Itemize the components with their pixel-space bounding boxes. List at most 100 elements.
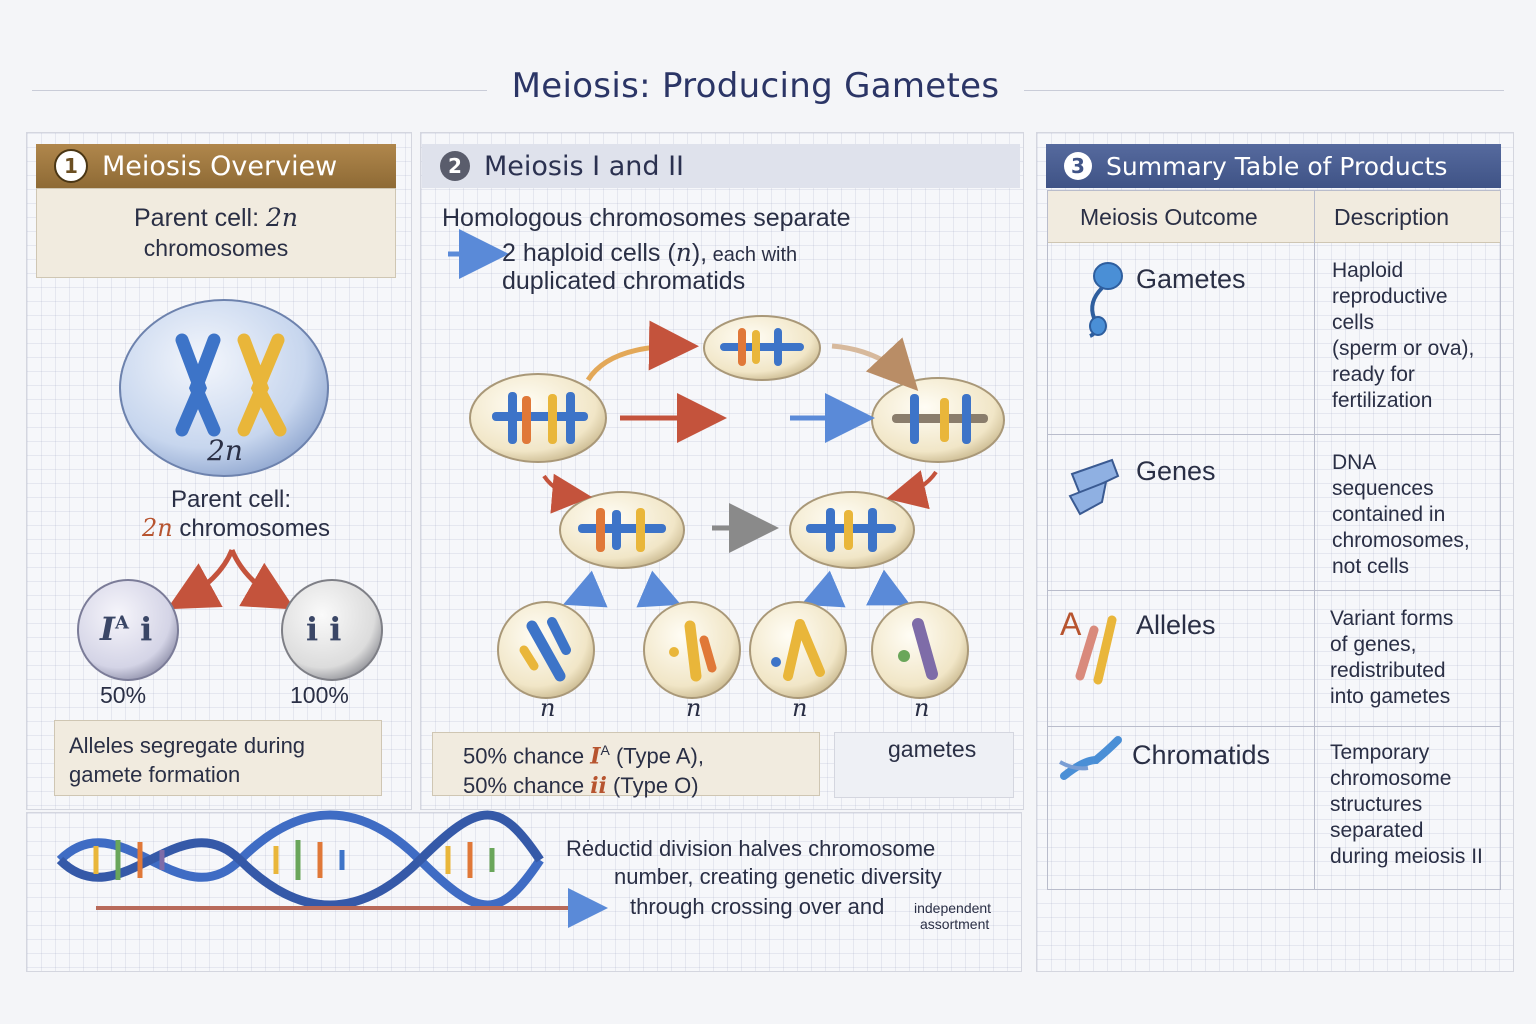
genes-desc-line: not cells bbox=[1332, 555, 1410, 578]
chance-line2: 50% chance ii (Type O) bbox=[463, 771, 819, 801]
row-separator-3 bbox=[1047, 726, 1501, 727]
haploid-cell-2 bbox=[643, 601, 741, 699]
haploid-cell-4 bbox=[871, 601, 969, 699]
table-row-gametes-name: Gametes bbox=[1136, 264, 1246, 294]
chromatid-icon bbox=[1059, 736, 1122, 780]
intro-line3: duplicated chromatids bbox=[502, 267, 746, 295]
alleles-segregate-box: Alleles segregate during gamete formatio… bbox=[54, 720, 382, 796]
parent-box-label: Parent cell: bbox=[133, 204, 260, 232]
arrow-to-gamete-3 bbox=[800, 570, 846, 608]
arrow-right-branch bbox=[229, 549, 295, 610]
title-rule-right bbox=[1024, 90, 1504, 91]
parent-cell-caption-ploidy: 2n bbox=[141, 514, 173, 542]
parent-cell-ploidy-label: 2n bbox=[207, 434, 243, 467]
summary-table-header bbox=[1047, 190, 1501, 243]
intro-line2-n: n bbox=[675, 238, 692, 267]
parent-box-ploidy: 2n bbox=[266, 203, 299, 232]
chance-line1-genotype: I bbox=[590, 743, 601, 770]
sperm-icon bbox=[1089, 262, 1123, 338]
haploid-cell-3 bbox=[749, 601, 847, 699]
parent-cell-box: Parent cell: 2n chromosomes bbox=[36, 188, 396, 278]
right-gamete-percent: 100% bbox=[290, 682, 349, 708]
parent-cell-caption-chromosomes: chromosomes bbox=[172, 515, 331, 542]
chance-line1: 50% chance IA (Type A), bbox=[463, 735, 819, 771]
intro-line2-start: 2 haploid cells ( bbox=[502, 239, 676, 267]
gametes-legend-label: gametes bbox=[888, 736, 977, 762]
panel-1-header: 1 Meiosis Overview bbox=[36, 144, 396, 188]
chromatids-desc-line: Temporary bbox=[1330, 741, 1430, 764]
left-gamete-allele-sup: A bbox=[114, 612, 129, 634]
haploid-label-4: n bbox=[914, 694, 930, 722]
table-row-genes-name: Genes bbox=[1136, 456, 1216, 486]
cell-meiosis-2-right bbox=[789, 491, 915, 569]
arrow-to-gamete-1 bbox=[562, 570, 608, 608]
gamete-cell-right bbox=[281, 579, 383, 681]
parent-box-line2: chromosomes bbox=[143, 235, 289, 261]
alleles-desc-line: into gametes bbox=[1330, 685, 1451, 708]
chance-line1-sup: A bbox=[600, 742, 610, 758]
blood-type-chance-box: 50% chance IA (Type A), 50% chance ii (T… bbox=[432, 732, 820, 799]
haploid-label-2: n bbox=[686, 694, 702, 722]
panel-3-number: 3 bbox=[1064, 152, 1092, 180]
arrow-top-to-right bbox=[831, 337, 919, 391]
arrow-to-gamete-4 bbox=[866, 569, 911, 606]
reduction-line4-small: assortment bbox=[920, 916, 990, 932]
summary-table-outline bbox=[1047, 190, 1501, 890]
genes-desc-line: contained in bbox=[1332, 503, 1446, 526]
allele-icon bbox=[1075, 615, 1117, 685]
genes-desc-line: chromosomes, bbox=[1332, 529, 1470, 552]
arrow-to-top bbox=[585, 320, 699, 382]
reduction-line1: Rėductid division halves chromosome bbox=[566, 836, 936, 861]
cell-right bbox=[871, 377, 1005, 463]
cell-meiosis-1-start bbox=[469, 373, 607, 463]
allele-letter-icon: A bbox=[1060, 606, 1082, 642]
reduction-line3-small: independent bbox=[914, 900, 992, 916]
x-chromosome-blue-icon bbox=[175, 333, 221, 437]
panel-2-title: Meiosis I and II bbox=[484, 150, 684, 182]
page-title: Meiosis: Producing Gametes bbox=[511, 66, 1000, 106]
left-gamete-allele-I: I bbox=[100, 610, 115, 648]
reduction-line2: number, creating genetic diversity bbox=[614, 864, 942, 889]
alleles-line2: gamete formation bbox=[69, 762, 241, 787]
gametes-desc-line: Haploid bbox=[1332, 259, 1404, 282]
chance-line1-suffix: (Type A), bbox=[609, 743, 704, 769]
arrow-to-gamete-2 bbox=[636, 570, 682, 608]
row-separator-1 bbox=[1047, 434, 1501, 435]
chromatids-desc-line: during meiosis II bbox=[1330, 845, 1483, 868]
chance-line2-genotype: ii bbox=[590, 773, 607, 800]
chromatids-desc-line: separated bbox=[1330, 819, 1424, 842]
haploid-label-3: n bbox=[792, 694, 808, 722]
table-row-chromatids-desc: Temporary chromosome structures separate… bbox=[1330, 740, 1500, 870]
table-row-gametes-desc: Haploid reproductive cells (sperm or ova… bbox=[1332, 258, 1502, 414]
table-row-alleles-desc: Variant forms of genes, redistributed in… bbox=[1330, 606, 1500, 710]
parent-cell-caption-line2: 2n chromosomes bbox=[36, 514, 436, 543]
dna-helix-icon bbox=[56, 810, 544, 910]
gamete-cell-left bbox=[77, 579, 179, 681]
cell-meiosis-2-left bbox=[559, 491, 685, 569]
haploid-label-1: n bbox=[540, 694, 556, 722]
genes-desc-line: DNA bbox=[1332, 451, 1377, 474]
table-row-chromatids-name: Chromatids bbox=[1132, 740, 1271, 770]
x-chromosome-yellow-icon bbox=[237, 333, 287, 437]
panel-1-number: 1 bbox=[54, 149, 88, 183]
cell-top bbox=[703, 315, 821, 381]
left-gamete-alleles: IA i bbox=[100, 610, 152, 648]
haploid-cell-1 bbox=[497, 601, 595, 699]
column-header-description: Description bbox=[1334, 204, 1450, 230]
alleles-desc-line: of genes, bbox=[1330, 633, 1417, 656]
intro-line1: Homologous chromosomes separate bbox=[442, 204, 851, 232]
alleles-line1: Alleles segregate during bbox=[69, 733, 306, 758]
chromosome-icon bbox=[1068, 458, 1120, 516]
gametes-desc-line: cells bbox=[1332, 311, 1375, 334]
intro-line2: 2 haploid cells (n), each with bbox=[502, 238, 797, 268]
left-gamete-percent: 50% bbox=[100, 682, 147, 708]
intro-line2-small: each with bbox=[707, 244, 798, 266]
arrow-left-branch bbox=[166, 549, 235, 610]
column-header-outcome: Meiosis Outcome bbox=[1080, 204, 1258, 230]
panel-3-title: Summary Table of Products bbox=[1106, 151, 1448, 181]
left-gamete-allele-i: i bbox=[140, 610, 153, 648]
summary-table-divider bbox=[1314, 190, 1315, 890]
parent-cell bbox=[119, 299, 329, 477]
intro-line2-end: ), bbox=[691, 239, 708, 267]
